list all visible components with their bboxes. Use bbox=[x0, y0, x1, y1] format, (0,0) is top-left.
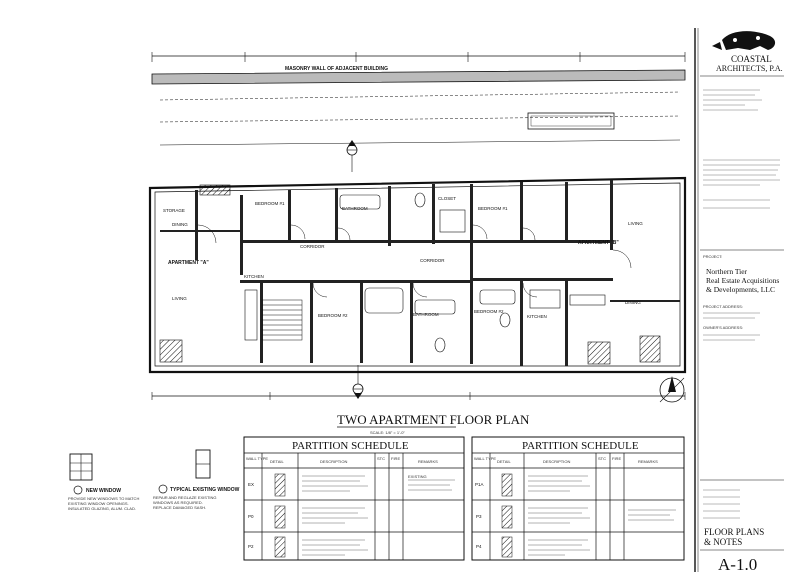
room-label: LIVING bbox=[172, 296, 187, 301]
schedule-header: DETAIL bbox=[270, 459, 284, 464]
room-label: DINING bbox=[625, 300, 641, 305]
svg-text:WINDOWS AS REQUIRED.: WINDOWS AS REQUIRED. bbox=[153, 500, 203, 505]
schedule-title: PARTITION SCHEDULE bbox=[292, 440, 409, 452]
room-label: BATHROOM bbox=[342, 206, 368, 211]
partition-schedule-left: PARTITION SCHEDULE WALL TYPE DETAIL DESC… bbox=[243, 436, 465, 561]
title-block: COASTAL ARCHITECTS, P.A. PROJECT: Northe… bbox=[694, 28, 784, 574]
firm-logo bbox=[712, 31, 776, 50]
room-label: CORRIDOR bbox=[300, 244, 325, 249]
plan-scale: SCALE: 1/8" = 1'-0" bbox=[370, 430, 405, 435]
existing-window-label: TYPICAL EXISTING WINDOW bbox=[170, 487, 240, 493]
client-name-line2: Real Estate Acquisitions bbox=[706, 276, 779, 285]
svg-text:EXISTING WINDOW OPENINGS.: EXISTING WINDOW OPENINGS. bbox=[68, 501, 129, 506]
firm-name: COASTAL bbox=[731, 54, 772, 64]
room-label: CORRIDOR bbox=[420, 258, 445, 263]
project-label: PROJECT: bbox=[703, 254, 722, 259]
masonry-wall-label: MASONRY WALL OF ADJACENT BUILDING bbox=[285, 66, 388, 72]
sheet-title-line1: FLOOR PLANS bbox=[704, 527, 764, 537]
room-label: BEDROOM #2 bbox=[474, 309, 504, 314]
wall-type: P2 bbox=[248, 544, 254, 549]
section-marker-top bbox=[346, 140, 358, 172]
sheet-title-line2: & NOTES bbox=[704, 537, 742, 547]
plumbing-fixtures bbox=[244, 192, 606, 353]
skylight bbox=[527, 112, 615, 130]
hatched-chases bbox=[159, 184, 661, 365]
room-label: BEDROOM #1 bbox=[255, 201, 285, 206]
door-swings bbox=[197, 224, 632, 298]
floor-plan: MASONRY WALL OF ADJACENT BUILDING bbox=[148, 52, 687, 435]
north-arrow-icon bbox=[659, 376, 685, 403]
schedule-header: REMARKS bbox=[418, 459, 438, 464]
schedule-header: DESCRIPTION bbox=[543, 459, 570, 464]
schedule-header: DETAIL bbox=[497, 459, 511, 464]
owner-address-label: OWNER'S ADDRESS: bbox=[703, 325, 743, 330]
svg-text:REPLACE DAMAGED SASH.: REPLACE DAMAGED SASH. bbox=[153, 505, 206, 510]
schedule-header: FIRE bbox=[612, 456, 621, 461]
svg-text:PROVIDE NEW WINDOWS TO MATCH: PROVIDE NEW WINDOWS TO MATCH bbox=[68, 496, 139, 501]
room-label: LIVING bbox=[628, 221, 643, 226]
room-label: CLOSET bbox=[438, 196, 456, 201]
svg-text:REPAIR AND REGLAZE EXISTING: REPAIR AND REGLAZE EXISTING bbox=[153, 495, 217, 500]
schedule-header: DESCRIPTION bbox=[320, 459, 347, 464]
schedule-header: FIRE bbox=[391, 456, 400, 461]
window-legend: NEW WINDOW PROVIDE NEW WINDOWS TO MATCH … bbox=[68, 449, 240, 511]
stair bbox=[261, 299, 303, 341]
schedule-header: WALL TYPE bbox=[474, 456, 496, 461]
room-label: APARTMENT "B" bbox=[578, 240, 619, 246]
schedule-header: REMARKS bbox=[638, 459, 658, 464]
interior-walls bbox=[160, 180, 680, 366]
room-label: KITCHEN bbox=[527, 314, 547, 319]
sheet-number: A-1.0 bbox=[718, 555, 757, 574]
room-label: BEDROOM #1 bbox=[478, 206, 508, 211]
wall-type: P1A bbox=[475, 482, 484, 487]
schedule-header: WALL TYPE bbox=[246, 456, 268, 461]
room-label: BEDROOM #2 bbox=[318, 313, 348, 318]
wall-type: P0 bbox=[248, 514, 254, 519]
client-name-line3: & Developments, LLC bbox=[706, 285, 775, 294]
room-label: DINING bbox=[172, 222, 188, 227]
schedule-header: STC bbox=[377, 456, 385, 461]
schedule-header: STC bbox=[598, 456, 606, 461]
room-label: KITCHEN bbox=[244, 274, 264, 279]
exterior-wall bbox=[148, 176, 687, 374]
new-window-label: NEW WINDOW bbox=[86, 488, 121, 494]
room-label: BATHROOM bbox=[413, 312, 439, 317]
svg-text:INSULATED GLAZING, ALUM. CLAD.: INSULATED GLAZING, ALUM. CLAD. bbox=[68, 506, 136, 511]
project-address-label: PROJECT ADDRESS: bbox=[703, 304, 743, 309]
wall-type: P3 bbox=[476, 514, 482, 519]
room-label: APARTMENT "A" bbox=[168, 260, 209, 266]
section-marker-bottom bbox=[352, 365, 364, 399]
wall-type: P4 bbox=[476, 544, 482, 549]
masonry-wall bbox=[151, 69, 686, 85]
schedule-title: PARTITION SCHEDULE bbox=[522, 440, 639, 452]
partition-schedule-right: PARTITION SCHEDULE WALL TYPE DETAIL DESC… bbox=[471, 436, 685, 561]
wall-type: EX bbox=[248, 482, 254, 487]
firm-name-line2: ARCHITECTS, P.A. bbox=[716, 64, 783, 73]
schedule-remarks: EXISTING bbox=[408, 474, 427, 479]
client-name-line1: Northern Tier bbox=[706, 267, 748, 276]
room-label: STORAGE bbox=[163, 208, 185, 213]
plan-title: TWO APARTMENT FLOOR PLAN bbox=[337, 412, 530, 427]
